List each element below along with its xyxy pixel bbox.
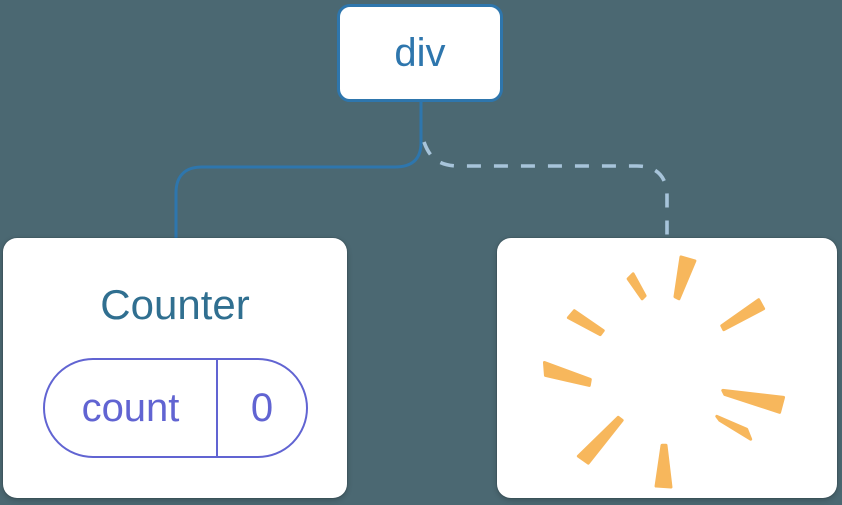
- state-key-label: count: [81, 385, 180, 430]
- removed-card: [497, 238, 837, 498]
- burst-ray: [576, 415, 624, 465]
- poof-burst-icon: [542, 255, 786, 489]
- state-value-label: 0: [250, 385, 274, 430]
- root-node: div: [337, 4, 503, 102]
- burst-ray: [542, 361, 592, 387]
- burst-ray: [720, 298, 766, 332]
- connector-solid-line: [174, 101, 423, 238]
- pill-divider: [216, 360, 218, 456]
- burst-ray: [626, 272, 647, 301]
- burst-ray: [654, 443, 673, 489]
- root-node-label: div: [394, 30, 446, 75]
- burst-ray: [721, 388, 786, 414]
- counter-card-title: Counter: [100, 281, 250, 328]
- state-pill: count 0: [43, 358, 308, 458]
- burst-ray: [673, 255, 697, 301]
- connector-dashed-line: [422, 141, 669, 238]
- counter-card: Counter count 0: [3, 238, 347, 498]
- burst-ray: [566, 309, 605, 337]
- burst-ray: [715, 414, 753, 441]
